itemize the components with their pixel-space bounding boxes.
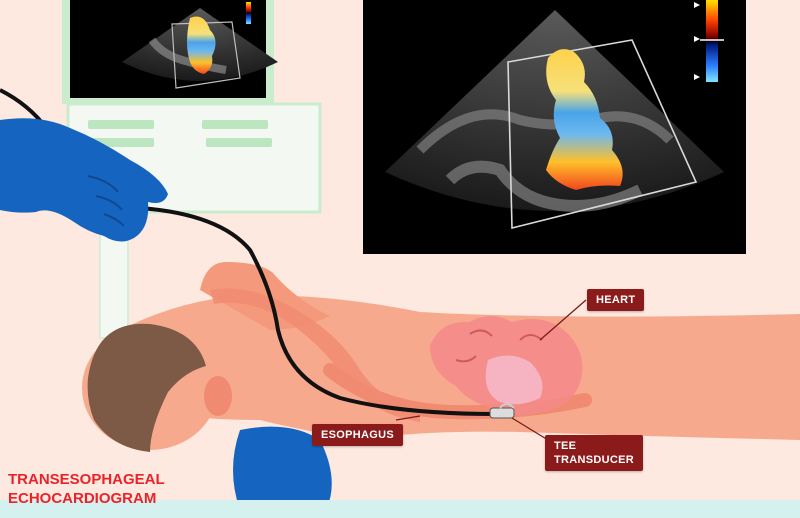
title-line-1: TRANSESOPHAGEAL [8, 471, 165, 488]
tee-transducer-label: TEE TRANSDUCER [545, 435, 643, 471]
esophagus-label: ESOPHAGUS [312, 424, 403, 446]
page-title: TRANSESOPHAGEAL ECHOCARDIOGRAM [8, 470, 165, 508]
ultrasound-screen [363, 0, 746, 254]
gloved-hand-icon [0, 118, 168, 242]
title-line-2: ECHOCARDIOGRAM [8, 490, 157, 507]
heart-icon [430, 299, 587, 416]
heart-label: HEART [587, 289, 645, 311]
